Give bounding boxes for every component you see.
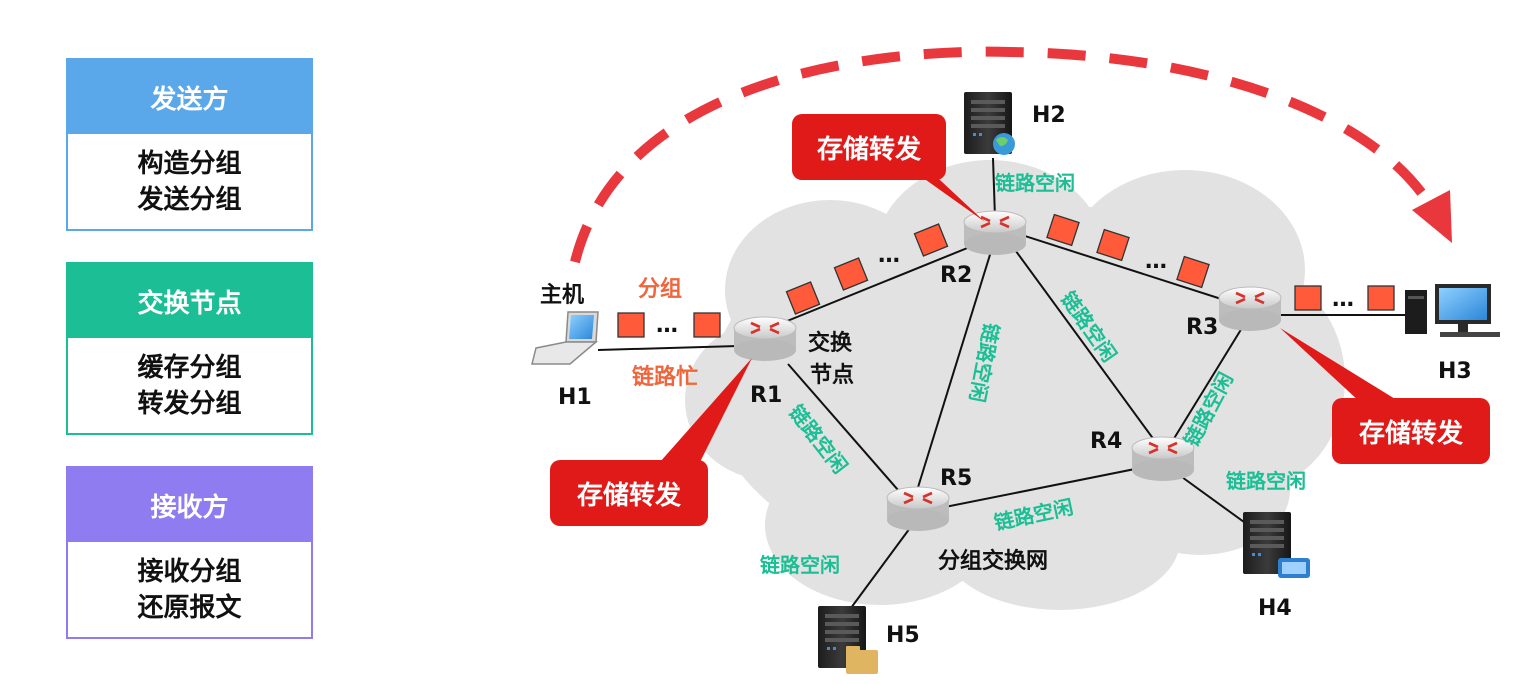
link-h1-r1 xyxy=(597,345,739,351)
network-name-label: 分组交换网 xyxy=(938,548,1048,574)
packet xyxy=(1046,213,1080,247)
packet xyxy=(913,223,949,257)
router-r4-icon xyxy=(1130,435,1196,483)
router-r3-icon xyxy=(1217,285,1283,333)
link-r5-r4 xyxy=(929,464,1156,511)
store-forward-callout-text: 存储转发 xyxy=(817,134,921,165)
folder-icon xyxy=(846,646,878,674)
packet xyxy=(617,312,645,338)
receiver-card-body: 接收分组 还原报文 xyxy=(68,542,311,637)
host-h4-label: H4 xyxy=(1258,596,1292,621)
link-r2-r3 xyxy=(999,227,1241,306)
link-r2-h2 xyxy=(992,157,996,219)
router-r4-label: R4 xyxy=(1090,429,1122,454)
store-forward-callout-r2: 存储转发 xyxy=(792,114,985,222)
end-to-end-dashed-arrow xyxy=(570,46,1435,264)
laptop-icon xyxy=(531,311,599,365)
store-forward-callout-text: 存储转发 xyxy=(1359,418,1463,449)
switch-node-card-body: 缓存分组 转发分组 xyxy=(68,338,311,433)
router-r1-icon xyxy=(732,315,798,363)
host-main-label: 主机 xyxy=(540,283,584,308)
host-h3-label: H3 xyxy=(1438,359,1472,384)
receiver-card: 接收方 接收分组 还原报文 xyxy=(66,466,313,639)
host-h5-label: H5 xyxy=(886,623,920,648)
packet xyxy=(693,312,721,338)
packet-ellipsis: … xyxy=(878,243,900,268)
switch-node-card-title: 交换节点 xyxy=(68,264,311,338)
switch-node-card: 交换节点 缓存分组 转发分组 xyxy=(66,262,313,435)
packet xyxy=(833,257,869,291)
store-forward-callout-r1: 存储转发 xyxy=(550,358,752,526)
link-busy-label: 链路忙 xyxy=(632,364,698,390)
packet xyxy=(785,281,821,315)
film-icon xyxy=(1278,558,1310,578)
link-idle-label-r2-h2: 链路空闲 xyxy=(995,171,1075,195)
store-forward-callout-text: 存储转发 xyxy=(577,480,681,511)
receiver-card-line1: 接收分组 xyxy=(137,556,242,587)
link-r3-r4 xyxy=(1169,322,1246,446)
link-r1-r2 xyxy=(764,237,993,331)
switch-node-card-line1: 缓存分组 xyxy=(137,352,242,383)
link-idle-label-r4-h4: 链路空闲 xyxy=(1226,469,1306,493)
packet xyxy=(1294,285,1322,311)
switch-node-card-line2: 转发分组 xyxy=(137,388,242,419)
receiver-card-title: 接收方 xyxy=(68,468,311,542)
link-r5-h5 xyxy=(847,527,911,613)
sender-card-title: 发送方 xyxy=(68,60,311,134)
router-r1-label: R1 xyxy=(750,383,782,408)
packet-ellipsis: … xyxy=(656,313,678,338)
packet-ellipsis: … xyxy=(1145,249,1167,274)
router-r5-label: R5 xyxy=(940,466,972,491)
host-h2-label: H2 xyxy=(1032,103,1066,128)
receiver-card-line2: 还原报文 xyxy=(137,592,242,623)
link-r2-r5 xyxy=(914,244,994,498)
sender-card: 发送方 构造分组 发送分组 xyxy=(66,58,313,231)
router-r2-icon xyxy=(962,209,1028,257)
router-r5-icon xyxy=(885,485,951,533)
link-r1-r5 xyxy=(787,363,906,499)
store-forward-callout-r3: 存储转发 xyxy=(1280,328,1490,464)
link-r2-r4 xyxy=(1009,242,1161,449)
switch-node-label-line2: 节点 xyxy=(810,362,854,388)
packet xyxy=(1096,228,1130,262)
router-r3-label: R3 xyxy=(1186,315,1218,340)
packet xyxy=(1176,255,1210,289)
packet xyxy=(1367,285,1395,311)
link-r4-h4 xyxy=(1174,471,1256,531)
globe-icon xyxy=(993,133,1015,155)
host-h1-label: H1 xyxy=(558,385,592,410)
sender-card-line2: 发送分组 xyxy=(137,184,242,215)
sender-card-body: 构造分组 发送分组 xyxy=(68,134,311,229)
router-r2-label: R2 xyxy=(940,263,972,288)
packet-ellipsis: … xyxy=(1332,287,1354,312)
switch-node-label-line1: 交换 xyxy=(808,330,853,356)
desktop-computer-icon xyxy=(1405,284,1500,337)
packet-label: 分组 xyxy=(638,276,682,302)
sender-card-line1: 构造分组 xyxy=(137,148,242,179)
link-idle-label-r5-h5: 链路空闲 xyxy=(760,553,840,577)
dashed-arrow-head xyxy=(1412,190,1452,243)
